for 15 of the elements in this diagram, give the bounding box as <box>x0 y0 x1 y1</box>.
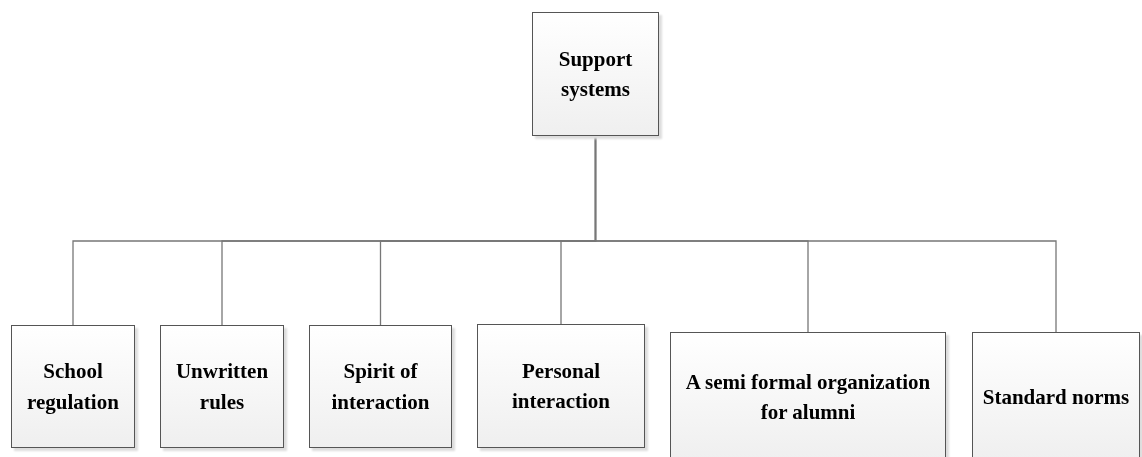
node-label: Unwritten rules <box>174 358 270 416</box>
root-box <box>532 12 659 136</box>
node-label: School regulation <box>26 358 120 416</box>
node-label: Spirit of interaction <box>330 358 431 416</box>
child-box <box>477 324 645 448</box>
node-label: Standard norms <box>982 383 1130 411</box>
child-box <box>309 325 452 448</box>
child-box <box>972 332 1140 457</box>
child-box <box>160 325 284 448</box>
node-label: Support systems <box>557 45 634 103</box>
node-label: Personal interaction <box>511 357 611 415</box>
connector-line <box>594 135 1057 333</box>
child-box <box>670 332 946 457</box>
child-box <box>11 325 135 448</box>
node-label: A semi formal organization for alumni <box>684 368 932 426</box>
